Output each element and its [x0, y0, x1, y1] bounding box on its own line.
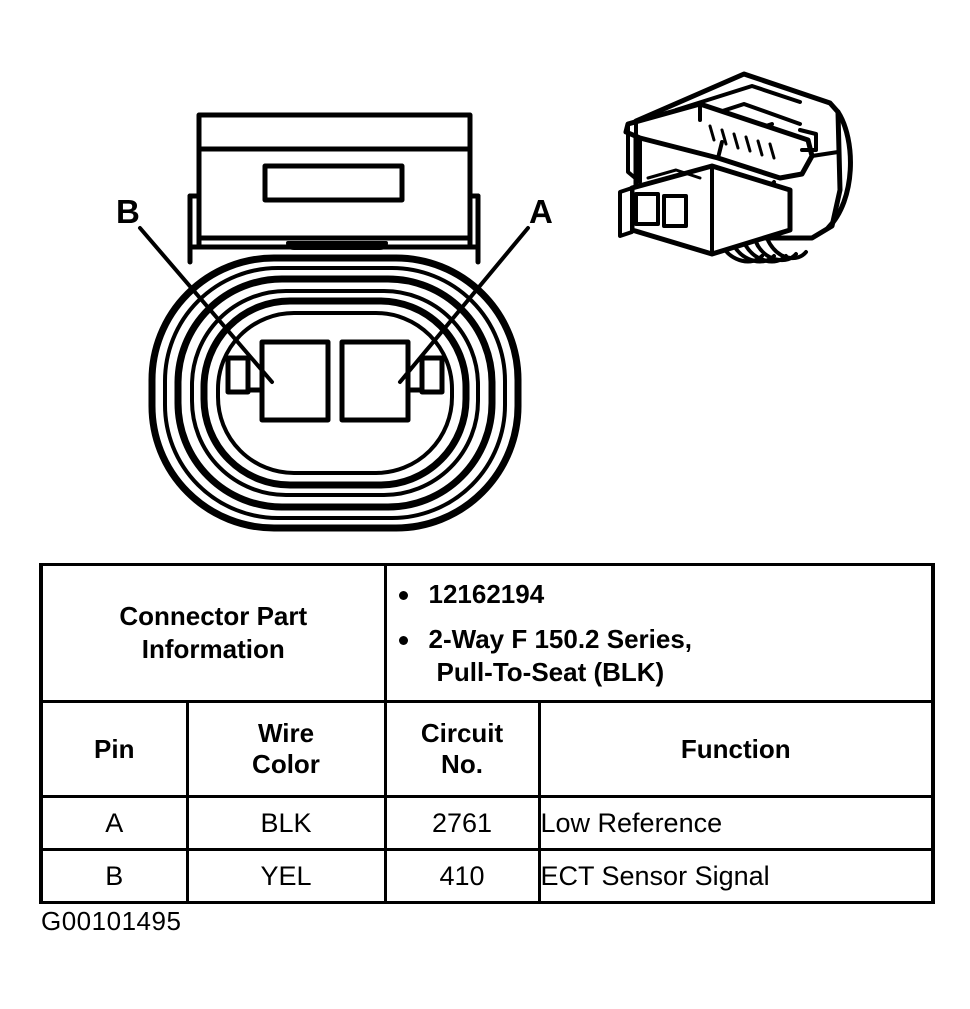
pin-callout-label-a: A: [529, 193, 553, 230]
pin-callout-label-b: B: [116, 193, 140, 230]
column-header-circuit-no-line2: No.: [441, 749, 483, 779]
part-info-bullet-list: 12162194 2-Way F 150.2 Series, Pull-To-S…: [387, 578, 932, 689]
connector-side-flanges: [187, 193, 481, 265]
column-header-pin: Pin: [39, 700, 189, 798]
cell-pin: B: [39, 848, 189, 904]
connector-latch-window: [262, 163, 405, 203]
table-row: B YEL 410 ECT Sensor Signal: [39, 848, 935, 904]
column-header-wire-color: Wire Color: [185, 700, 387, 798]
cell-wire-color: BLK: [185, 795, 387, 851]
column-header-wire-color-line1: Wire: [257, 718, 315, 748]
cell-pin: A: [39, 795, 189, 851]
bullet-dot-icon: [398, 590, 408, 600]
connector-information-table: Connector Part Information 12162194 2-Wa…: [39, 563, 935, 904]
connector-shoulder-tab: [286, 241, 388, 250]
connector-body-top: [187, 112, 481, 250]
column-header-wire-color-line2: Color: [252, 749, 320, 779]
part-series-text-line2: Pull-To-Seat (BLK): [436, 656, 665, 687]
pin-cavity-b: [259, 339, 331, 423]
table-row-part-info: Connector Part Information 12162194 2-Wa…: [39, 563, 935, 703]
cell-circuit-no: 2761: [383, 795, 541, 851]
connector-drawing: B A: [116, 71, 853, 532]
connector-isometric-view: [618, 71, 853, 264]
callout-leader-lines: [138, 226, 530, 384]
column-header-function: Function: [537, 700, 935, 798]
part-info-label-cell: Connector Part Information: [39, 563, 387, 703]
pin-cavity-a: [339, 339, 411, 423]
column-header-circuit-no: Circuit No.: [383, 700, 541, 798]
part-info-label-line2: Information: [141, 634, 285, 664]
part-info-label-line1: Connector Part: [119, 601, 308, 631]
column-header-circuit-no-line1: Circuit: [420, 718, 504, 748]
table-header-row: Pin Wire Color Circuit No. Function: [39, 700, 935, 798]
cell-function: Low Reference: [537, 795, 935, 851]
bullet-dot-icon: [398, 635, 408, 645]
table-row: A BLK 2761 Low Reference: [39, 795, 935, 851]
cell-function: ECT Sensor Signal: [537, 848, 935, 904]
cell-circuit-no: 410: [383, 848, 541, 904]
part-info-values-cell: 12162194 2-Way F 150.2 Series, Pull-To-S…: [383, 563, 935, 703]
connector-drawing-svg: [138, 71, 853, 532]
part-info-bullet-1: 12162194: [387, 578, 932, 611]
figure-caption: G00101495: [41, 906, 182, 936]
part-series-text: 2-Way F 150.2 Series,: [428, 623, 693, 654]
cell-wire-color: YEL: [185, 848, 387, 904]
part-info-bullet-2: 2-Way F 150.2 Series, Pull-To-Seat (BLK): [387, 623, 932, 689]
connector-seal-rings: [148, 254, 522, 532]
part-number-text: 12162194: [428, 578, 545, 609]
connector-keying-shelves: [225, 355, 445, 395]
